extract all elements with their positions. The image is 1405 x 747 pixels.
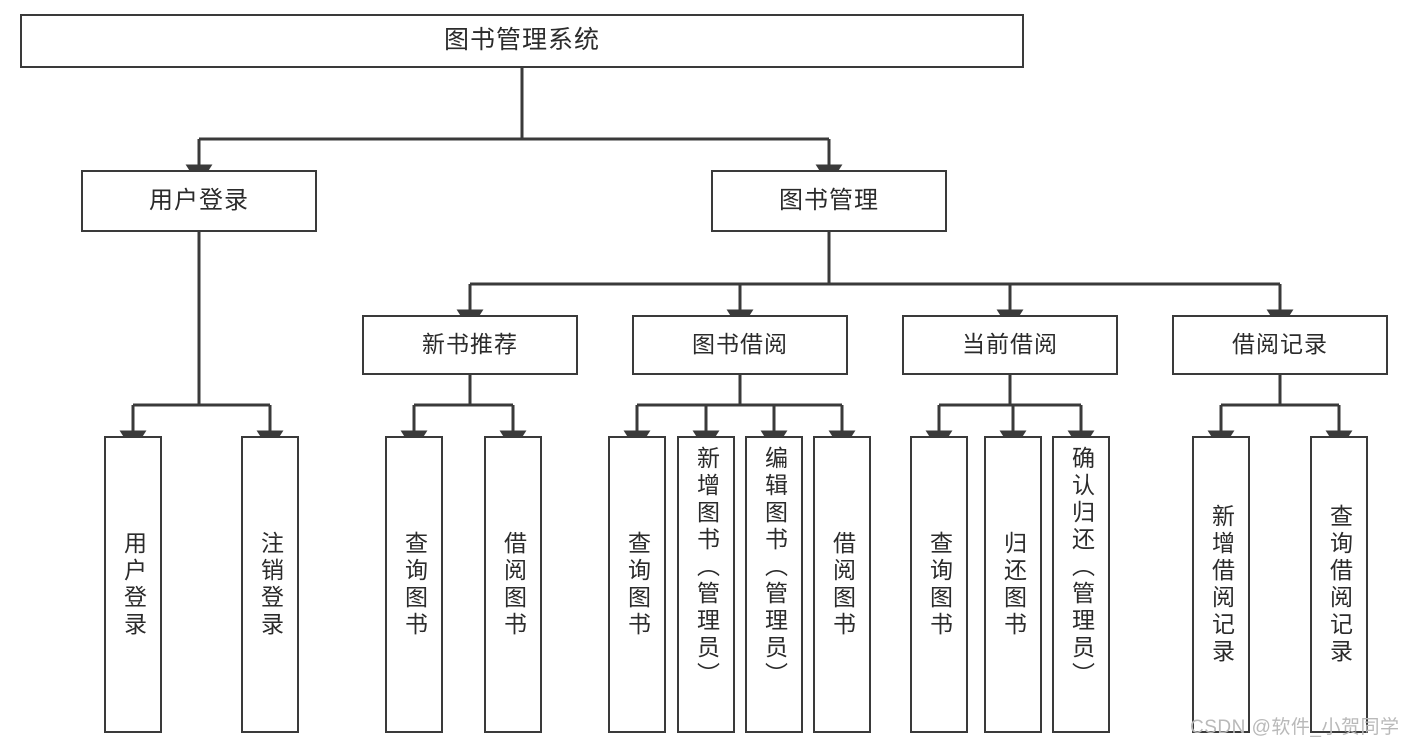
node-leaf-user-logout[interactable]: 注销登录	[241, 436, 299, 733]
node-root[interactable]: 图书管理系统	[20, 14, 1024, 68]
node-label: 图书借阅	[692, 331, 788, 358]
node-label: 查询图书	[401, 530, 428, 639]
node-label: 借阅图书	[829, 530, 856, 639]
node-leaf-cur-query[interactable]: 查询图书	[910, 436, 968, 733]
node-label: 注销登录	[257, 530, 284, 639]
node-label: 新增借阅记录	[1208, 503, 1235, 666]
node-label: 新书推荐	[422, 331, 518, 358]
node-label: 图书管理	[779, 186, 879, 214]
edge-paths	[119, 68, 1353, 452]
node-login[interactable]: 用户登录	[81, 170, 317, 232]
node-leaf-bor-edit[interactable]: 编辑图书（管理员）	[745, 436, 803, 733]
node-label: 查询借阅记录	[1326, 503, 1353, 666]
node-label: 当前借阅	[962, 331, 1058, 358]
node-label: 确认归还（管理员）	[1068, 446, 1095, 689]
node-label: 新增图书（管理员）	[693, 446, 720, 689]
node-label: 归还图书	[1000, 530, 1027, 639]
node-current[interactable]: 当前借阅	[902, 315, 1118, 375]
node-borrow[interactable]: 图书借阅	[632, 315, 848, 375]
node-leaf-rec-add[interactable]: 新增借阅记录	[1192, 436, 1250, 733]
node-label: 编辑图书（管理员）	[761, 446, 788, 689]
node-records[interactable]: 借阅记录	[1172, 315, 1388, 375]
node-leaf-new-query[interactable]: 查询图书	[385, 436, 443, 733]
node-leaf-bor-query[interactable]: 查询图书	[608, 436, 666, 733]
node-bookmgmt[interactable]: 图书管理	[711, 170, 947, 232]
node-leaf-bor-lend[interactable]: 借阅图书	[813, 436, 871, 733]
watermark-text: CSDN @软件_小贺同学	[1190, 717, 1400, 738]
node-leaf-cur-confirm[interactable]: 确认归还（管理员）	[1052, 436, 1110, 733]
node-label: 用户登录	[149, 186, 249, 214]
node-label: 借阅图书	[500, 530, 527, 639]
node-leaf-new-borrow[interactable]: 借阅图书	[484, 436, 542, 733]
node-label: 借阅记录	[1232, 331, 1328, 358]
node-label: 用户登录	[120, 530, 147, 639]
node-leaf-cur-return[interactable]: 归还图书	[984, 436, 1042, 733]
node-label: 查询图书	[624, 530, 651, 639]
node-label: 图书管理系统	[443, 26, 600, 55]
node-leaf-bor-add[interactable]: 新增图书（管理员）	[677, 436, 735, 733]
node-newbook[interactable]: 新书推荐	[362, 315, 578, 375]
node-leaf-user-login[interactable]: 用户登录	[104, 436, 162, 733]
node-leaf-rec-query[interactable]: 查询借阅记录	[1310, 436, 1368, 733]
node-label: 查询图书	[926, 530, 953, 639]
